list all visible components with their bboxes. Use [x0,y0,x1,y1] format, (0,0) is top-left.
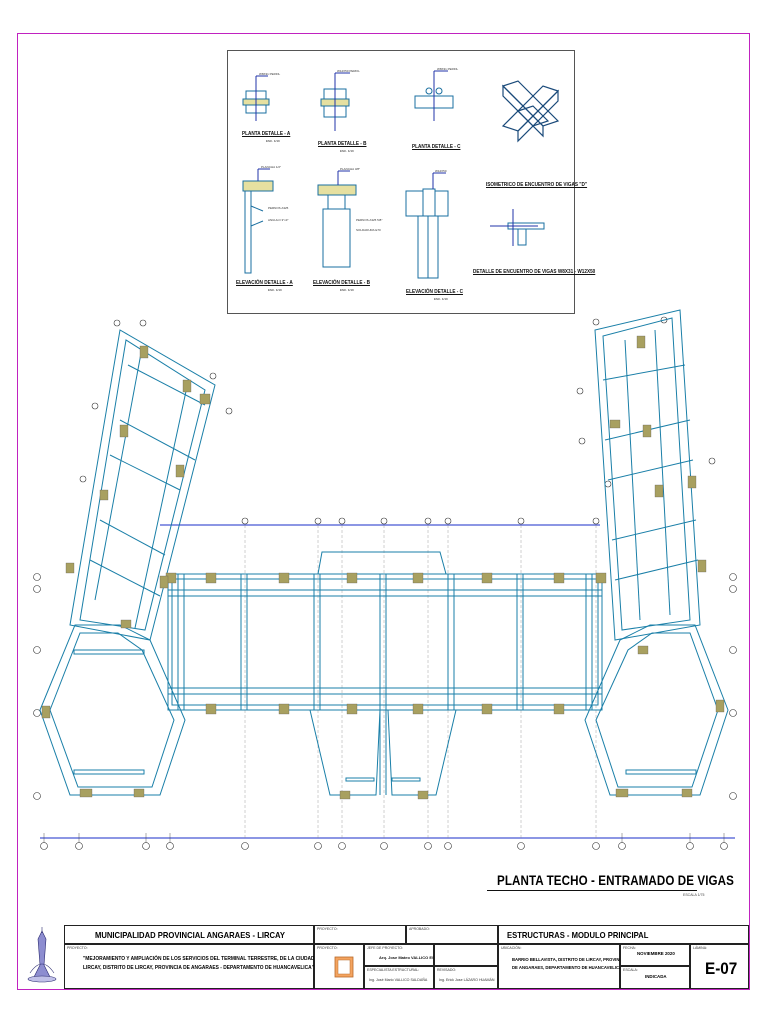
escala-value: INDICADA [645,975,667,980]
aprobado-cell: APROBADO: [406,925,498,944]
svg-text:SOLDADURA E70: SOLDADURA E70 [356,228,381,232]
aprobado-caption: APROBADO: [409,927,430,931]
details-panel: W8X31 PERFIL W12X50 PERFIL W8X31 PERFIL PL… [227,50,595,314]
plan-title: PLANTA TECHO - ENTRAMADO DE VIGAS [497,873,734,888]
municipal-logo-icon [27,927,57,983]
entity-name: MUNICIPALIDAD PROVINCIAL ANGARAES - LIRC… [95,930,285,940]
detail-label-elevacion-c: ELEVACIÓN DETALLE - C [406,289,463,295]
jefe-caption: JEFE DE PROYECTO: [367,946,403,950]
fecha-caption: FECHA: [623,946,636,950]
svg-text:ANGULO 3"x3": ANGULO 3"x3" [268,218,288,222]
svg-text:W12X50 PERFIL: W12X50 PERFIL [337,69,360,73]
proyecto-caption: PROYECTO: [317,927,338,931]
revisado-name: Ing. Erick Jose LÁZARO HUAMÁN [439,978,495,982]
drawing-sheet-frame [17,33,750,990]
company-stamp-icon [334,956,354,978]
svg-text:PLANCHA 1/2": PLANCHA 1/2" [261,165,281,169]
stamp-cell: PROYECTO: [314,944,364,989]
svg-text:PLANCHA 3/8": PLANCHA 3/8" [340,167,360,171]
proyecto-caption-2: PROYECTO: [317,946,338,950]
esp-cell: ESPECIALISTA ESTRUCTURAL: Ing. José Mari… [364,966,434,989]
escala-caption: ESCALA: [623,968,638,972]
fecha-value: NOVIEMBRE 2020 [637,952,675,957]
plan-title-underline [487,890,697,891]
detail-label-planta-b: PLANTA DETALLE - B [318,141,367,147]
municipal-logo [20,925,64,989]
escala-cell: ESCALA: INDICADA [620,966,690,989]
details-drawing: W8X31 PERFIL W12X50 PERFIL W8X31 PERFIL PL… [242,67,560,279]
svg-text:W8X31 PERFIL: W8X31 PERFIL [259,72,281,76]
detail-scale-a: ESC. 1/10 [266,139,280,143]
detail-label-elevacion-b: ELEVACIÓN DETALLE - B [313,280,370,286]
detail-label-encuentro: DETALLE DE ENCUENTRO DE VIGAS W8X31 - W1… [473,269,596,275]
revisado-caption: REVISADO: [437,968,457,972]
ubicacion-caption: UBICACIÓN: [501,946,522,950]
svg-text:PERNOS A325 5/8": PERNOS A325 5/8" [356,218,382,222]
esp-name: Ing. José Mario VALLICO SALDAÑA [369,978,428,982]
svg-text:W12X50: W12X50 [435,169,447,173]
detail-scale-elev-b: ESC. 1/10 [340,288,354,292]
jefe-cell: JEFE DE PROYECTO: Arq. Jose Mateo VALLIC… [364,944,440,966]
detail-scale-elev-c: ESC. 1/10 [434,297,448,301]
project-line-2: LIRCAY, DISTRITO DE LIRCAY, PROVINCIA DE… [83,965,315,971]
detail-label-isometrico: ISOMETRICO DE ENCUENTRO DE VIGAS "D" [486,182,588,188]
detail-scale-elev-a: ESC. 1/10 [268,288,282,292]
project-cell: PROYECTO: "MEJORAMIENTO Y AMPLIACIÓN DE … [64,944,323,989]
jefe-sign-cell [434,944,498,966]
project-caption: PROYECTO: [67,946,88,950]
sheet-number: E-07 [705,959,738,978]
plan-scale: ESCALA 1/75 [683,893,705,897]
detail-scale-b: ESC. 1/10 [340,149,354,153]
ubicacion-line-2: DE ANGARAES, DEPARTAMENTO DE HUANCAVELIC… [512,965,623,970]
proyecto-sign-cell: PROYECTO: [314,925,406,944]
svg-text:PERNOS A325: PERNOS A325 [268,206,289,210]
fecha-cell: FECHA: NOVIEMBRE 2020 [620,944,690,966]
ubicacion-line-1: BARRIO BELLAVISTA, DISTRITO DE LIRCAY, P… [512,957,627,962]
lamina-caption: LÁMINA: [693,946,708,950]
ubicacion-cell: UBICACIÓN: BARRIO BELLAVISTA, DISTRITO D… [498,944,627,989]
esp-caption: ESPECIALISTA ESTRUCTURAL: [367,968,420,972]
entity-cell: MUNICIPALIDAD PROVINCIAL ANGARAES - LIRC… [64,925,314,944]
detail-label-planta-a: PLANTA DETALLE - A [242,131,291,137]
lamina-cell: LÁMINA: E-07 [690,944,749,989]
svg-text:W8X31 PERFIL: W8X31 PERFIL [437,67,459,71]
detail-label-planta-c: PLANTA DETALLE - C [412,144,461,150]
especialidad: ESTRUCTURAS - MODULO PRINCIPAL [507,930,649,940]
revisado-cell: REVISADO: Ing. Erick Jose LÁZARO HUAMÁN [434,966,498,989]
detail-label-elevacion-a: ELEVACIÓN DETALLE - A [236,280,293,286]
jefe-name: Arq. Jose Mateo VALLICO ESAS [379,955,441,960]
project-line-1: "MEJORAMIENTO Y AMPLIACIÓN DE LOS SERVIC… [83,956,323,962]
especialidad-cell: ESTRUCTURAS - MODULO PRINCIPAL [498,925,749,944]
